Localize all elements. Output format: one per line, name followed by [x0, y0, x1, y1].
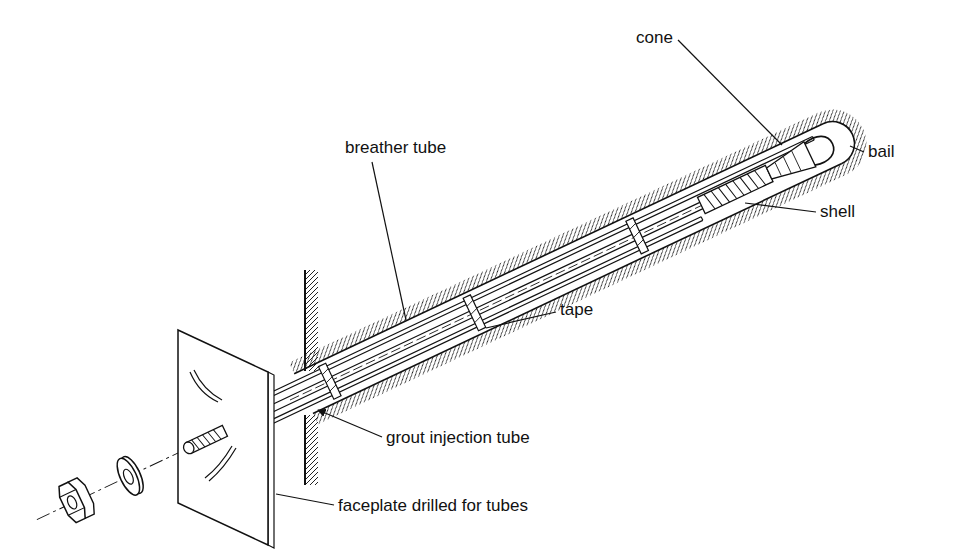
leader-lines — [276, 40, 864, 505]
leader-arrow — [318, 410, 382, 437]
wedge-cone — [763, 142, 816, 187]
part-label: breather tube — [345, 138, 446, 158]
part-label: cone — [636, 28, 673, 48]
expansion-shell — [698, 165, 773, 213]
grout-tube-tail — [209, 448, 236, 481]
part-label: bail — [868, 142, 894, 162]
part-label: faceplate drilled for tubes — [338, 496, 528, 516]
washer — [113, 453, 148, 498]
leader-line — [850, 146, 864, 152]
borehole-assembly — [22, 98, 877, 550]
leader-line — [486, 312, 556, 328]
breather-tube-tail — [190, 372, 218, 402]
rock-hatch — [289, 113, 823, 374]
leader-line — [276, 494, 334, 505]
threaded-rod-end — [182, 425, 228, 455]
bail-wire — [804, 132, 838, 167]
leader-line — [678, 40, 782, 145]
rock-face-line — [304, 415, 306, 485]
hex-nut — [55, 476, 97, 524]
part-label: grout injection tube — [386, 428, 530, 448]
part-label: shell — [820, 202, 855, 222]
leader-line — [745, 203, 816, 212]
rock-hatch — [313, 163, 847, 424]
cone-shading — [774, 151, 801, 179]
borehole-wall — [313, 163, 842, 413]
leader-line — [372, 162, 406, 320]
breather-tube-tail — [194, 370, 222, 400]
tape-band — [626, 218, 649, 254]
grout-tube-tail — [205, 446, 232, 478]
rock-hatch — [818, 98, 878, 174]
grout-tube-end — [701, 217, 703, 221]
tape-band — [318, 363, 341, 399]
borehole-wall — [294, 124, 823, 374]
rod-centreline — [290, 178, 760, 400]
rock-hatch — [306, 415, 318, 485]
assembly-axis — [37, 447, 191, 520]
faceplate — [178, 330, 274, 548]
grout-tube — [258, 217, 703, 430]
breather-tube — [247, 136, 814, 407]
bolt-rod — [216, 170, 770, 437]
part-label: tape — [560, 300, 593, 320]
tape-band — [463, 295, 486, 331]
